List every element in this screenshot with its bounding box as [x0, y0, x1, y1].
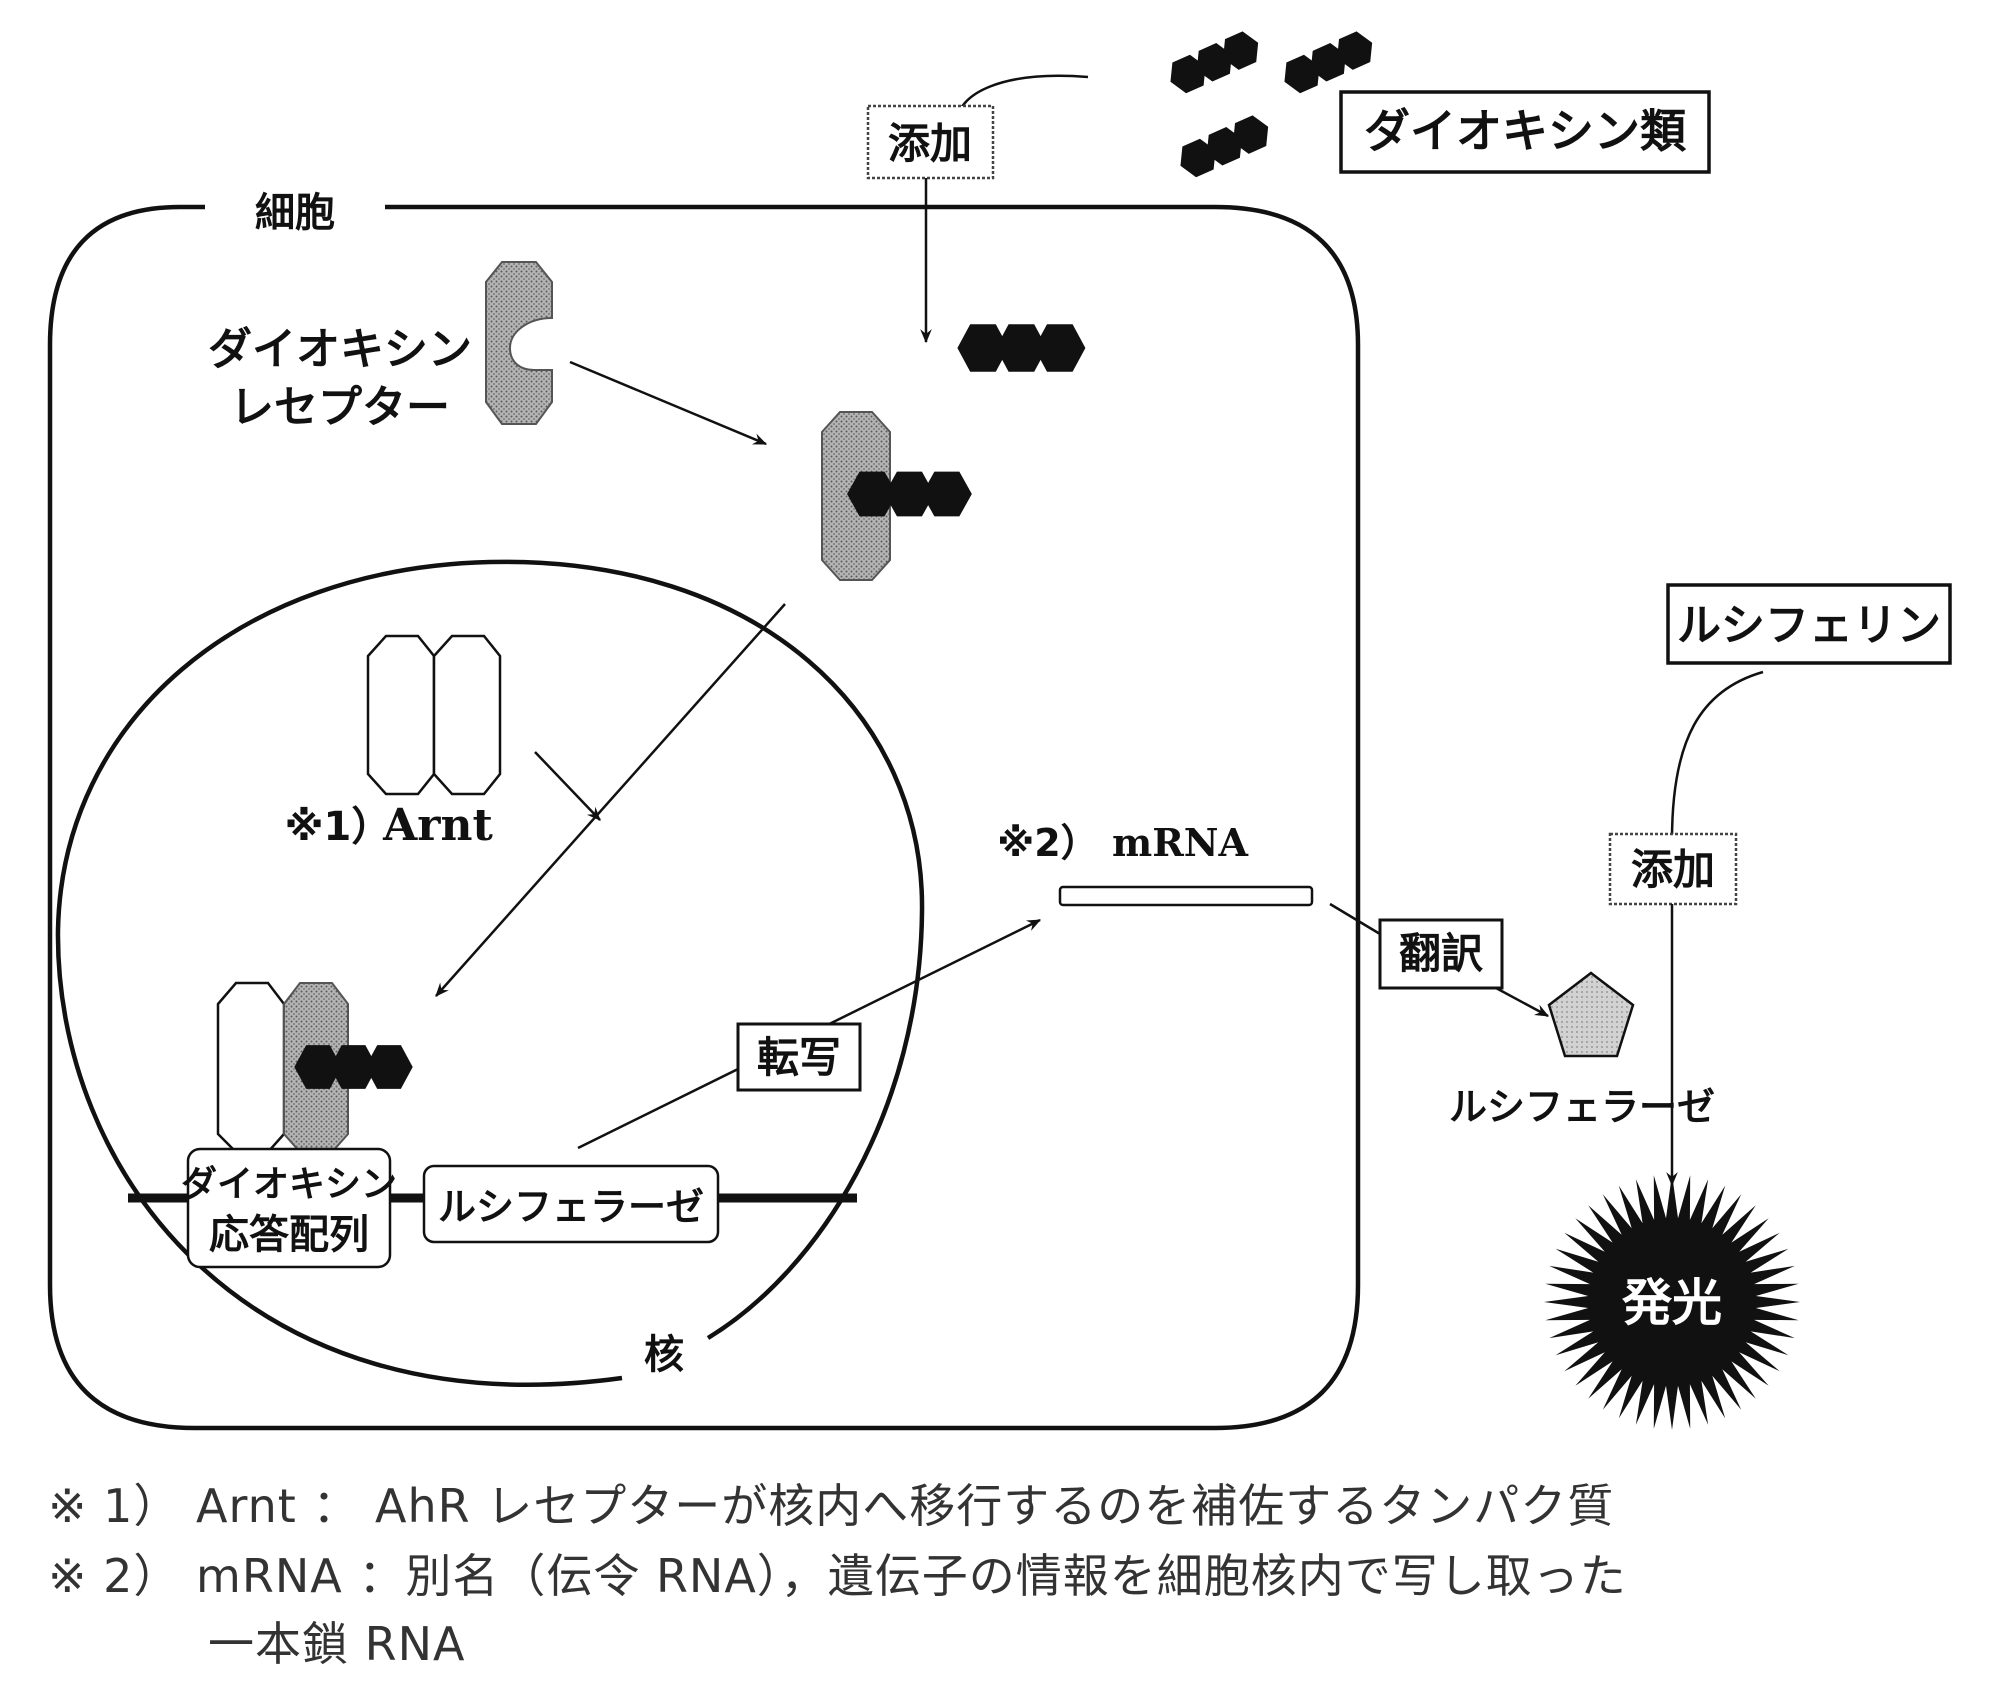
transcription-box: 転写: [736, 1022, 862, 1092]
svg-text:転写: 転写: [757, 1033, 841, 1082]
footnote-3: 一本鎖 RNA: [208, 1617, 466, 1671]
translation-box: 翻訳: [1378, 918, 1504, 990]
mrna-label: mRNA: [1112, 820, 1249, 865]
luciferase-enzyme-label: ルシフェラーゼ: [1449, 1085, 1715, 1129]
svg-text:ダイオキシン: ダイオキシン: [181, 1164, 397, 1205]
arnt-label: Arnt: [382, 800, 493, 851]
luciferase-gene-box: ルシフェラーゼ: [422, 1164, 720, 1244]
arnt-arrow: [534, 751, 601, 821]
arnt-note-mark: ※1）: [285, 804, 392, 850]
translation-arrow: [1495, 986, 1550, 1018]
binding-arrow: [569, 360, 768, 446]
svg-text:ルシフェリン: ルシフェリン: [1677, 600, 1941, 651]
luciferin-feed-line: [1670, 670, 1764, 841]
svg-text:翻訳: 翻訳: [1399, 929, 1484, 978]
svg-text:添加: 添加: [888, 119, 972, 168]
receptor-label-2: レセプター: [230, 382, 450, 433]
mrna-note-mark: ※2）: [997, 821, 1098, 865]
footnote-2: ※ 2） mRNA ：別名（伝令 RNA），遺伝子の情報を細胞核内で写し取った: [48, 1549, 1627, 1603]
mrna-strand: [1058, 885, 1314, 907]
receptor-label-1: ダイオキシン: [208, 324, 472, 375]
svg-text:ルシフェラーゼ: ルシフェラーゼ: [438, 1185, 704, 1229]
luciferase-enzyme-icon: [1547, 971, 1635, 1058]
light-label: 発光: [1622, 1274, 1722, 1332]
add-box-top: 添加: [866, 104, 995, 180]
footnote-1: ※ 1） Arnt ： AhR レセプターが核内へ移行するのを補佐するタンパク質: [48, 1479, 1615, 1533]
cell-label: 細胞: [255, 190, 335, 236]
light-burst-icon: [1544, 1174, 1800, 1430]
nucleus-label: 核: [644, 1332, 684, 1378]
complex-to-nucleus-arrow: [435, 603, 786, 997]
luciferin-box: ルシフェリン: [1666, 583, 1952, 665]
dioxins-box: ダイオキシン類: [1339, 90, 1711, 174]
response-element-box: ダイオキシン 応答配列: [181, 1147, 397, 1269]
svg-text:添加: 添加: [1631, 845, 1715, 894]
receptor-dioxin-complex: [821, 411, 972, 581]
nucleus-membrane: [55, 559, 925, 1387]
svg-text:応答配列: 応答配列: [209, 1212, 369, 1258]
free-dioxin-icon: [957, 324, 1086, 372]
add-box-right: 添加: [1608, 832, 1738, 906]
bound-complex: [216, 981, 413, 1154]
arnt-protein-icon: [366, 634, 502, 796]
svg-text:ダイオキシン類: ダイオキシン類: [1364, 104, 1687, 158]
cell-membrane: [47, 204, 1361, 1431]
